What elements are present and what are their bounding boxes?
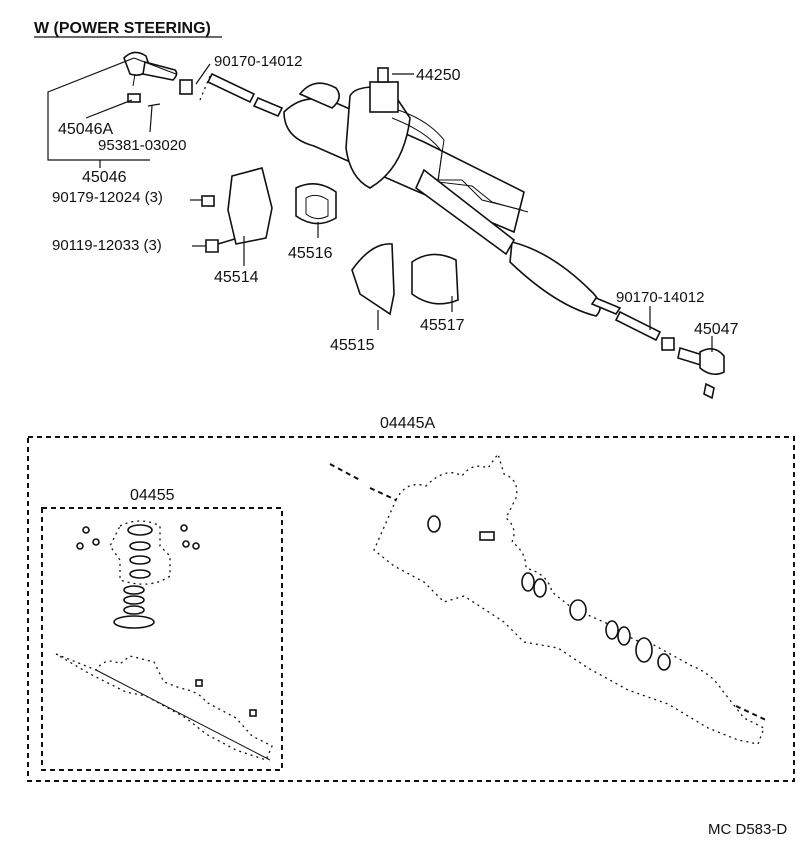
label-45516: 45516: [288, 245, 333, 262]
label-45047: 45047: [694, 321, 739, 338]
tie-rod-end-right: [677, 346, 725, 400]
bracket-45515: [351, 243, 395, 316]
kit-04455-frame: [41, 507, 283, 771]
cotter-pin-95381: [147, 103, 161, 107]
label-45046: 45046: [82, 169, 127, 186]
bracket-45514: [227, 167, 273, 245]
tie-rod-end-left: [123, 51, 178, 107]
label-44250: 44250: [416, 67, 461, 84]
label-90170-top: 90170-14012: [214, 53, 302, 70]
lock-nut-right: [661, 337, 675, 351]
label-45517: 45517: [420, 317, 465, 334]
castle-nut-45046A: [127, 93, 141, 103]
label-45514: 45514: [214, 269, 259, 286]
lock-nut-left: [179, 79, 193, 95]
kit-04445A-frame: [27, 436, 795, 782]
kit-04455-rack: [55, 653, 273, 761]
bolt-90119: [205, 237, 239, 253]
label-90170-right: 90170-14012: [616, 289, 704, 306]
left-threaded-rod: [206, 72, 256, 104]
right-threaded-rod: [614, 310, 662, 342]
label-04455: 04455: [130, 487, 175, 504]
footer-code: MC D583-D: [708, 821, 787, 838]
kit-04455-seals: [76, 520, 200, 629]
label-45515: 45515: [330, 337, 375, 354]
diagram-title: W (POWER STEERING): [34, 20, 211, 37]
label-95381: 95381-03020: [98, 137, 186, 154]
grommet-45516: [295, 183, 337, 225]
label-90179: 90179-12024 (3): [52, 189, 163, 206]
kit-04445A-rack: [329, 452, 767, 745]
steering-rack-housing: [283, 67, 622, 317]
right-boot: [509, 240, 601, 317]
label-90119: 90119-12033 (3): [52, 237, 162, 254]
grommet-45517: [411, 253, 459, 305]
label-04445A: 04445A: [380, 415, 435, 432]
label-45046A: 45046A: [58, 121, 113, 138]
group-bracket-45046: [47, 57, 150, 161]
bolt-90179: [201, 195, 215, 207]
